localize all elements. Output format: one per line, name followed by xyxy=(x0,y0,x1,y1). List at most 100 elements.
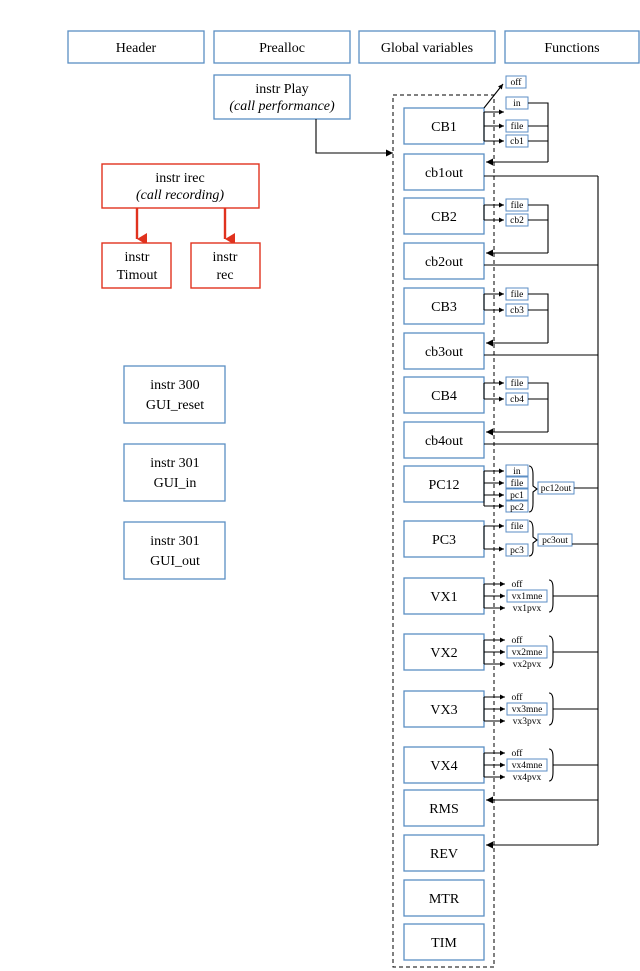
stack-cb2out-label: cb2out xyxy=(425,255,463,270)
cb1-tag-in-text: in xyxy=(513,99,521,109)
cb1-tag-file-text: file xyxy=(511,121,524,132)
cb1-tag-off xyxy=(505,75,527,89)
pc12-tag-in: in xyxy=(513,467,521,477)
gui-in-line2: GUI_in xyxy=(154,476,197,491)
stack-cb1out-label: cb1out xyxy=(425,166,463,181)
header-row: Header Prealloc Global variables Functio… xyxy=(67,30,640,64)
instr-play-node: instr Play (call performance) xyxy=(213,74,351,120)
stack-pc3: PC3 xyxy=(403,520,485,558)
pc12-tag-file: file xyxy=(511,478,524,489)
vx3-tag-mne: vx3mne xyxy=(512,705,543,715)
vx4-tag-off: off xyxy=(512,748,524,759)
stack-cb1: CB1 xyxy=(403,107,485,145)
instr-rec-node: instr rec xyxy=(190,242,261,289)
stack-cb4: CB4 xyxy=(403,376,485,414)
vx4-tag-cluster: off vx4mne vx4pvx xyxy=(483,748,598,783)
prealloc-box xyxy=(213,30,351,64)
gui-out-line1: instr 301 xyxy=(150,534,199,549)
vx2-tag-cluster: off vx2mne vx2pvx xyxy=(483,635,598,670)
stack-cb4out: cb4out xyxy=(403,421,485,459)
stack-vx3: VX3 xyxy=(403,690,485,728)
pc12-tag-pc1: pc1 xyxy=(510,491,524,501)
cb2-tag-file: file xyxy=(511,200,524,211)
stack-cb2-label: CB2 xyxy=(431,210,457,225)
instr-irec-title: instr irec xyxy=(155,171,204,186)
stack-rev-label: REV xyxy=(430,847,458,862)
cb4-tag-file: file xyxy=(511,378,524,389)
vx2-tag-off: off xyxy=(512,635,524,646)
stack-cb1out: cb1out xyxy=(403,153,485,191)
header-label: Header xyxy=(116,41,157,56)
global-variables-box xyxy=(358,30,496,64)
vx1-tag-mne: vx1mne xyxy=(512,592,543,602)
gui-out-line2: GUI_out xyxy=(150,554,200,569)
stack-vx1: VX1 xyxy=(403,577,485,615)
pc3-tag-pc3: pc3 xyxy=(510,546,524,556)
pc3-tag-cluster: file pc3 pc3out xyxy=(483,519,598,557)
stack-rms-label: RMS xyxy=(429,802,459,817)
vx4-tag-pvx: vx4pvx xyxy=(513,773,542,783)
gui-in-line1: instr 301 xyxy=(150,456,199,471)
play-to-stack-connector xyxy=(315,119,393,157)
instr-timout-line1: instr xyxy=(125,250,150,265)
instr-irec-node: instr irec (call recording) xyxy=(101,163,260,209)
vx3-tag-cluster: off vx3mne vx3pvx xyxy=(483,692,598,727)
stack-cb3-label: CB3 xyxy=(431,300,457,315)
vx1-tag-pvx: vx1pvx xyxy=(513,604,542,614)
gui-reset-line2: GUI_reset xyxy=(146,398,204,413)
prealloc-label: Prealloc xyxy=(259,41,305,56)
cb4-tag-cluster: file cb4 xyxy=(483,376,549,436)
instr-irec-subtitle: (call recording) xyxy=(136,188,224,203)
pc3-output-text: pc3out xyxy=(542,536,568,546)
stack-rev: REV xyxy=(403,834,485,872)
stack-cb3out: cb3out xyxy=(403,332,485,370)
cb4-tag-cb4: cb4 xyxy=(510,395,524,405)
stack-cb4-label: CB4 xyxy=(431,389,457,404)
pc12-tag-cluster: in file pc1 pc2 pc12out xyxy=(483,464,598,513)
stack-cb2: CB2 xyxy=(403,197,485,235)
vx2-tag-pvx: vx2pvx xyxy=(513,660,542,670)
stack-tim-label: TIM xyxy=(431,936,457,951)
stack-cb3: CB3 xyxy=(403,287,485,325)
stack-cb3out-label: cb3out xyxy=(425,345,463,360)
stack-vx4-label: VX4 xyxy=(430,759,457,774)
stack-vx2: VX2 xyxy=(403,633,485,671)
instr-rec-line1: instr xyxy=(213,250,238,265)
gui-reset-node: instr 300 GUI_reset xyxy=(123,365,226,424)
gui-reset-line1: instr 300 xyxy=(150,378,199,393)
stack-pc3-label: PC3 xyxy=(432,533,456,548)
gui-in-node: instr 301 GUI_in xyxy=(123,443,226,502)
stack-vx2-label: VX2 xyxy=(430,646,457,661)
stack-vx1-label: VX1 xyxy=(430,590,457,605)
vx3-tag-pvx: vx3pvx xyxy=(513,717,542,727)
stack-mtr-label: MTR xyxy=(429,892,460,907)
vx4-tag-mne: vx4mne xyxy=(512,761,543,771)
instr-timout-node: instr Timout xyxy=(101,242,172,289)
header-box xyxy=(67,30,205,64)
vx3-tag-off: off xyxy=(512,692,524,703)
global-variables-label: Global variables xyxy=(381,41,473,56)
cb1-tag-off-text: off xyxy=(511,77,523,88)
vx1-tag-cluster: off vx1mne vx1pvx xyxy=(483,579,598,614)
stack-rms: RMS xyxy=(403,789,485,827)
cb2-tag-cluster: file cb2 xyxy=(483,198,549,257)
stack-vx3-label: VX3 xyxy=(430,703,457,718)
cb2-tag-cb2: cb2 xyxy=(510,216,524,226)
stack-tim: TIM xyxy=(403,923,485,961)
pc12-tag-pc2: pc2 xyxy=(510,503,524,513)
cb3-tag-cluster: file cb3 xyxy=(483,287,549,347)
stack-pc12: PC12 xyxy=(403,465,485,503)
instr-play-title: instr Play xyxy=(255,82,308,97)
gui-out-node: instr 301 GUI_out xyxy=(123,521,226,580)
stack-cb1-label: CB1 xyxy=(431,120,457,135)
pc3-output-tag xyxy=(537,533,573,547)
cb1-tag-cb1-text: cb1 xyxy=(510,137,524,147)
stack-pc12-label: PC12 xyxy=(428,478,459,493)
functions-label: Functions xyxy=(544,41,599,56)
stack-mtr: MTR xyxy=(403,879,485,917)
vx1-tag-off: off xyxy=(512,579,524,590)
pc12-output-text: pc12out xyxy=(541,484,572,494)
output-bus xyxy=(484,175,599,849)
performance-group-frame xyxy=(392,94,495,968)
